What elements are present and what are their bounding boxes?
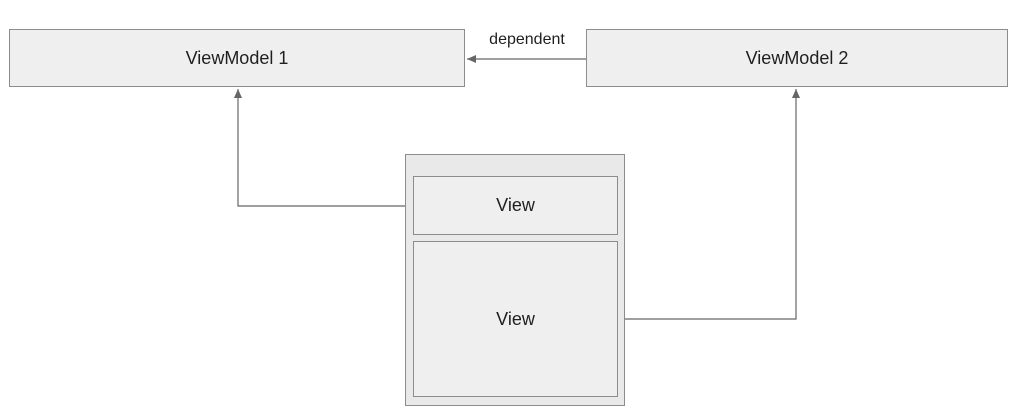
view-bottom-label: View — [496, 308, 535, 329]
viewmodel-2-label: ViewModel 2 — [745, 47, 849, 68]
view-top-label: View — [496, 195, 535, 215]
view-bottom-to-viewmodel-2-arrow — [618, 89, 800, 320]
viewmodel-2-box: ViewModel 2 — [586, 29, 1008, 87]
viewmodel-1-box: ViewModel 1 — [9, 29, 465, 87]
view-bottom-box: View — [413, 241, 618, 397]
view-top-box: View — [413, 176, 618, 235]
view-top-to-viewmodel-1-arrow — [234, 89, 413, 207]
viewmodel-1-label: ViewModel 1 — [185, 47, 289, 68]
dependent-label: dependent — [472, 31, 582, 49]
